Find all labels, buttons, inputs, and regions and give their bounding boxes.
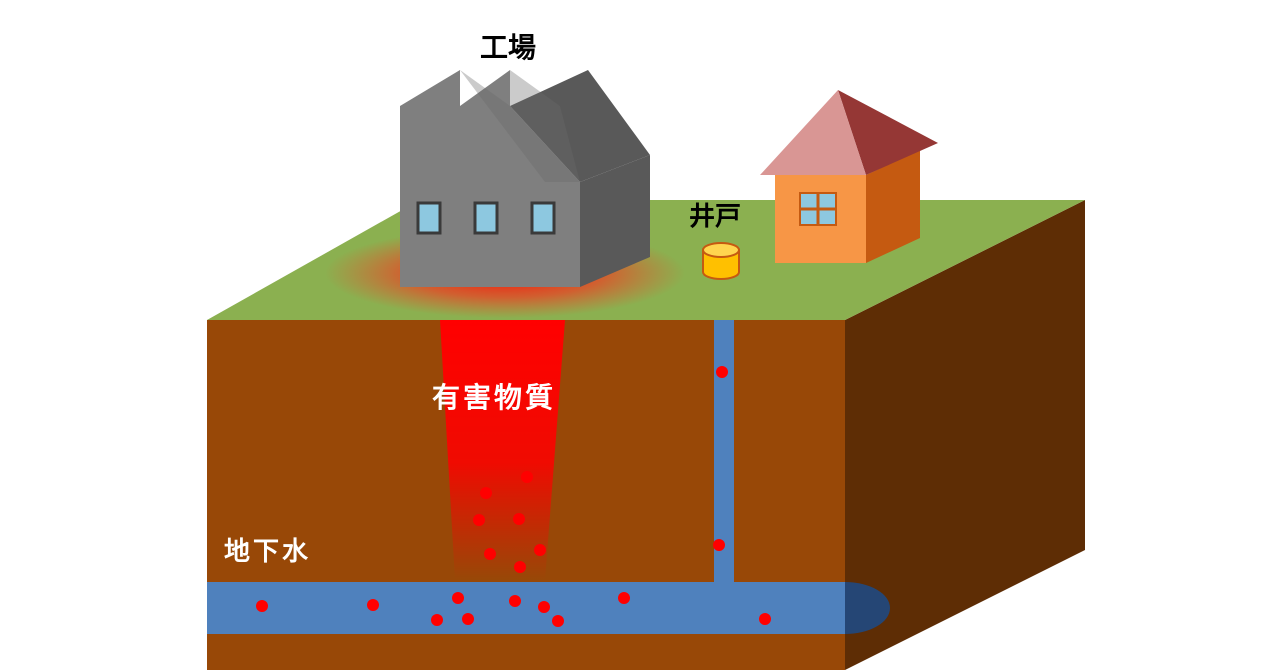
contamination-plume (440, 320, 565, 580)
house-window (799, 192, 837, 226)
groundwater-pipe-horizontal (207, 582, 845, 634)
factory-label: 工場 (480, 31, 536, 64)
pollutant-particle (514, 561, 526, 573)
pollutant-particle (452, 592, 464, 604)
pollutant-particle (484, 548, 496, 560)
factory-roof-top (510, 70, 650, 182)
house (760, 90, 938, 263)
factory-sawtooth-shading (460, 70, 580, 182)
pollutant-particle (618, 592, 630, 604)
well-shaft (714, 320, 734, 584)
pollutant-particle (509, 595, 521, 607)
pollutant-particle (480, 487, 492, 499)
hazardous-substance-label: 有害物質 (432, 381, 556, 414)
well (702, 242, 740, 280)
pollutant-particle (256, 600, 268, 612)
well-label: 井戸 (689, 202, 741, 232)
pollutant-particle (367, 599, 379, 611)
pollutant-particle (431, 614, 443, 626)
pollutant-particle (538, 601, 550, 613)
house-roof-side (838, 90, 938, 175)
pollutant-particle (759, 613, 771, 625)
house-side-wall (866, 150, 920, 263)
pollutant-particle (716, 366, 728, 378)
soil-side-face (845, 200, 1085, 670)
well-body (702, 249, 740, 280)
pollutant-particle (513, 513, 525, 525)
factory-window (416, 201, 442, 235)
pollutant-particle (521, 471, 533, 483)
factory-window (473, 201, 499, 235)
factory-side-wall (580, 155, 650, 287)
pollutant-particle (713, 539, 725, 551)
groundwater (207, 320, 890, 634)
factory (400, 70, 650, 287)
pollutant-particle (473, 514, 485, 526)
pollutant-particle (552, 615, 564, 627)
house-roof-front (760, 90, 866, 175)
factory-window (530, 201, 556, 235)
groundwater-label: 地下水 (224, 537, 311, 567)
well-top (702, 242, 740, 258)
pollutant-particle (462, 613, 474, 625)
pollutant-particle (534, 544, 546, 556)
pollutant-particles (256, 366, 771, 627)
